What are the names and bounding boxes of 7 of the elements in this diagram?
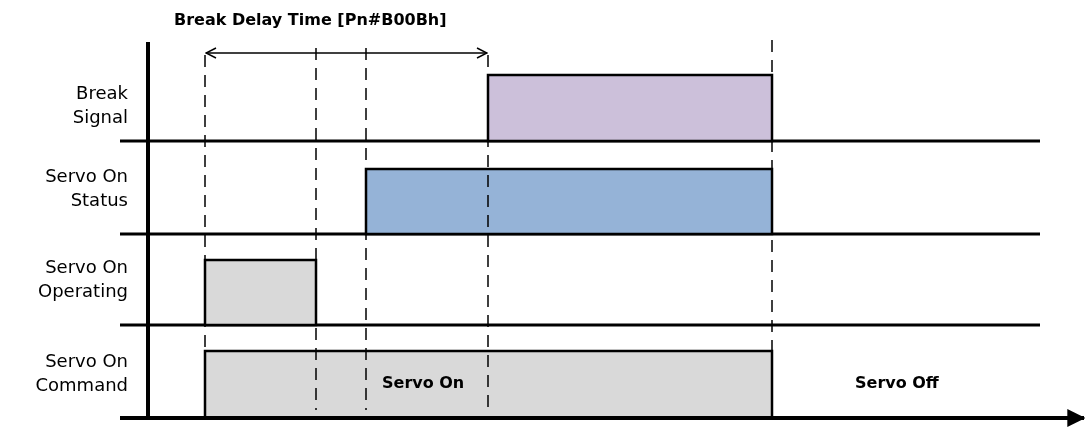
dimension-label: Break Delay Time [Pn#B00Bh] bbox=[174, 10, 447, 29]
signal-name: Servo On Status bbox=[44, 164, 128, 212]
signal-name: Servo On Command bbox=[34, 349, 128, 397]
signal-name: Break Signal bbox=[71, 81, 128, 129]
state-label: Servo Off bbox=[855, 373, 939, 392]
state-label: Servo On bbox=[382, 373, 465, 392]
signal-name: Servo On Operating bbox=[37, 255, 128, 303]
